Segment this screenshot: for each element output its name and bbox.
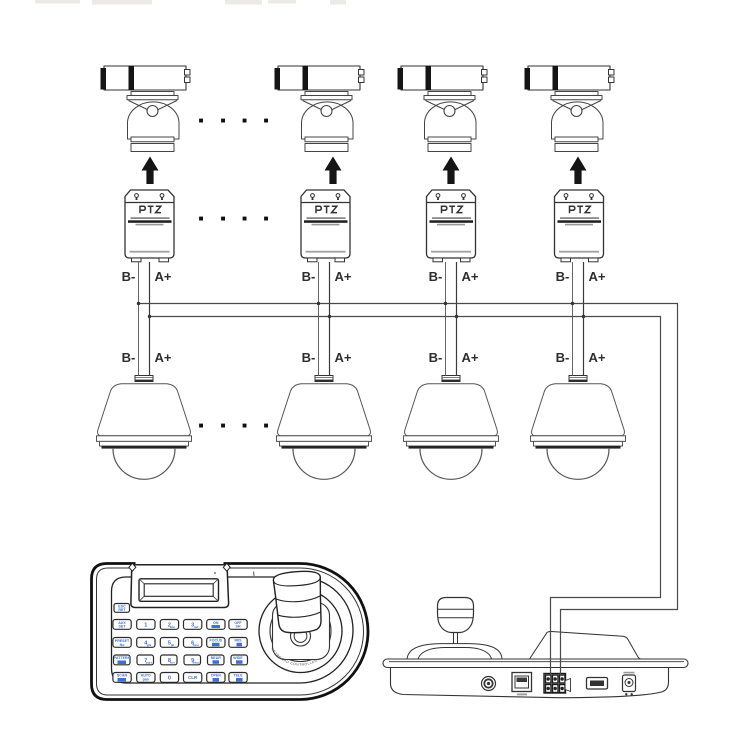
svg-text:SH: SH	[236, 625, 241, 629]
svg-text:AUX: AUX	[118, 621, 126, 625]
svg-text:3: 3	[191, 623, 194, 629]
svg-text:2: 2	[168, 623, 171, 629]
svg-text:PATTERN: PATTERN	[114, 656, 131, 660]
svg-text:ghi: ghi	[147, 643, 152, 647]
svg-text:0: 0	[168, 676, 171, 682]
svg-text:ESC: ESC	[118, 605, 126, 609]
svg-text:OFF: OFF	[234, 621, 242, 625]
svg-text:pqrs: pqrs	[146, 661, 153, 665]
svg-text:8: 8	[168, 658, 171, 664]
svg-text:jkl: jkl	[170, 643, 175, 647]
svg-text:TELE: TELE	[233, 674, 243, 678]
svg-text:CLR: CLR	[188, 675, 198, 680]
svg-text:WIDE: WIDE	[233, 656, 243, 660]
svg-text:No: No	[120, 643, 126, 647]
svg-text:IRIS: IRIS	[235, 639, 243, 643]
svg-text:wxyz: wxyz	[191, 661, 200, 665]
svg-text:ON: ON	[213, 621, 219, 625]
svg-text:pan: pan	[143, 677, 149, 681]
svg-text:tuv: tuv	[170, 661, 175, 665]
svg-text:OPEN: OPEN	[211, 674, 222, 678]
svg-text:SET: SET	[119, 625, 127, 629]
svg-text:9: 9	[191, 658, 194, 664]
svg-text:def: def	[194, 625, 199, 629]
svg-text:FOCUS: FOCUS	[210, 639, 223, 643]
svg-text:SCAN: SCAN	[117, 674, 128, 678]
svg-text:PRESET: PRESET	[115, 639, 130, 643]
svg-text:5: 5	[168, 641, 171, 647]
svg-text:4: 4	[144, 641, 148, 647]
svg-text:7: 7	[144, 658, 147, 664]
svg-text:NEAR: NEAR	[211, 656, 222, 660]
svg-text:AUTO: AUTO	[141, 674, 151, 678]
svg-text:1: 1	[144, 623, 147, 629]
svg-text:abc: abc	[170, 625, 176, 629]
svg-text:mno: mno	[193, 643, 200, 647]
svg-text:6: 6	[191, 641, 194, 647]
svg-text:RET: RET	[118, 608, 126, 612]
